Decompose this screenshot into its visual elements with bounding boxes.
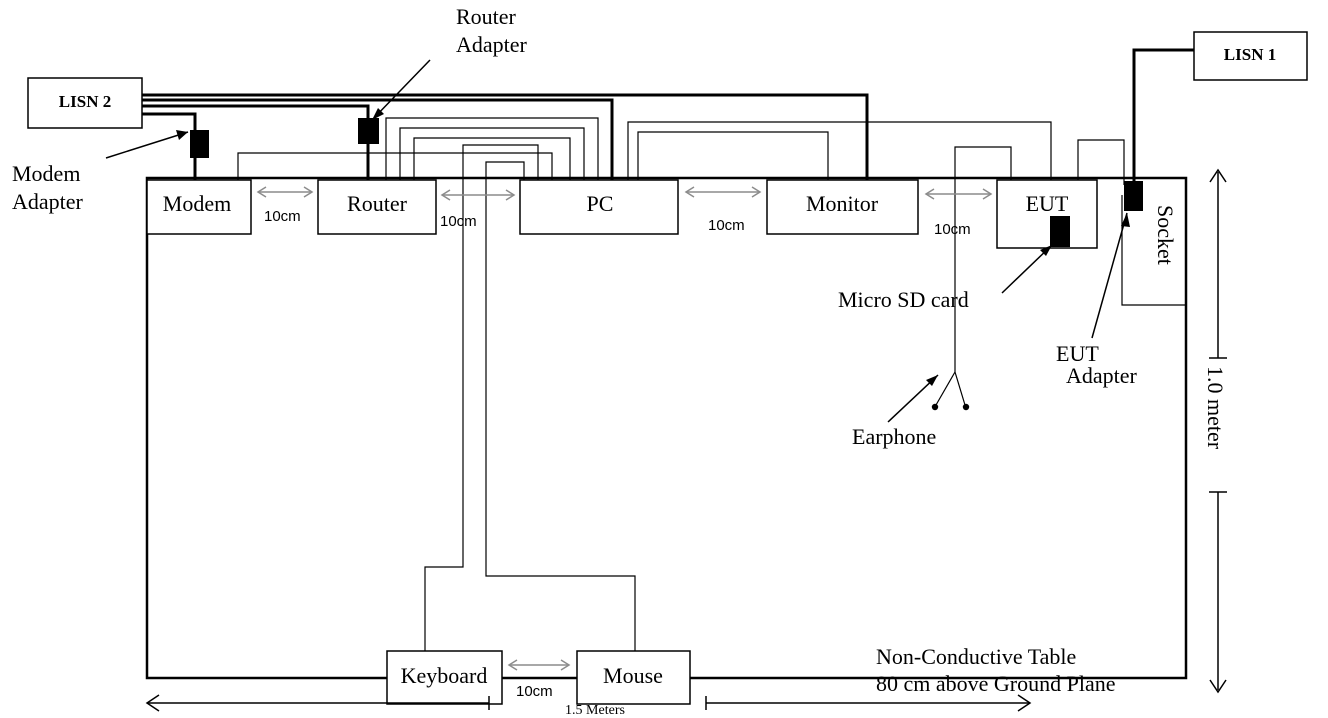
spacing-arrows [256, 186, 993, 671]
earphone-bud-left [931, 403, 939, 411]
monitor-box [766, 179, 919, 235]
earphone-bud-right [962, 403, 970, 411]
lisn2-label: LISN 2 [59, 92, 111, 111]
router-box [317, 179, 437, 235]
eut-adapter-label-1: EUT [1056, 341, 1099, 366]
mouse-box [576, 650, 691, 705]
socket-label: Socket [1153, 205, 1178, 265]
spacing-pc-monitor: 10cm [708, 217, 745, 234]
modem-adapter-arrowhead [176, 130, 188, 140]
eut-box [996, 179, 1098, 249]
lisn2-power-cables [142, 93, 869, 180]
router-adapter-label-1: Router [456, 4, 517, 29]
lisn1-label: LISN 1 [1224, 45, 1276, 64]
spacing-router-pc: 10cm [440, 213, 477, 230]
micro-sd-card-block [1050, 216, 1070, 247]
spacing-keyboard-mouse: 10cm [516, 683, 553, 700]
micro-sd-label: Micro SD card [838, 287, 969, 312]
modem-label: Modem [163, 191, 231, 216]
non-conductive-table [145, 176, 1188, 680]
eut-adapter-arrowhead [1121, 213, 1130, 227]
mouse-label: Mouse [603, 663, 663, 688]
keyboard-box-body [386, 650, 503, 705]
table-note-line1: Non-Conductive Table [876, 644, 1076, 669]
keyboard-label: Keyboard [401, 663, 488, 688]
pc-label: PC [587, 191, 614, 216]
height-label: 1.0 meter [1203, 366, 1228, 450]
eut-label: EUT [1026, 191, 1069, 216]
modem-adapter-label-2: Adapter [12, 189, 84, 214]
router-adapter-block [358, 118, 379, 144]
earphone-label: Earphone [852, 424, 936, 449]
spacing-modem-router: 10cm [264, 208, 301, 225]
monitor-label: Monitor [806, 191, 879, 216]
router-label: Router [347, 191, 408, 216]
eut-adapter-block [1124, 181, 1143, 211]
height-dimension [1209, 168, 1227, 694]
modem-adapter-label-1: Modem [12, 161, 80, 186]
signal-cables [237, 117, 1186, 678]
router-adapter-arrowhead [372, 108, 384, 120]
micro-sd-arrowhead [1040, 245, 1052, 256]
modem-box [146, 179, 252, 235]
width-dimension [145, 694, 1032, 712]
eut-adapter-label-2: Adapter [1066, 363, 1138, 388]
lisn1-power-cable [1132, 48, 1194, 190]
lisn2-box [27, 77, 143, 129]
eut-adapter-pointer [1091, 212, 1128, 339]
pc-box [519, 179, 679, 235]
earphone-arrowhead [926, 375, 938, 386]
table-note-line2: 80 cm above Ground Plane [876, 671, 1116, 696]
modem-adapter-pointer [105, 131, 189, 159]
modem-adapter-block [190, 130, 209, 158]
router-adapter-label-2: Adapter [456, 32, 528, 57]
width-label: 1.5 Meters [565, 703, 625, 718]
router-adapter-pointer [371, 59, 431, 121]
spacing-monitor-eut: 10cm [934, 221, 971, 238]
lisn1-box [1193, 31, 1308, 81]
